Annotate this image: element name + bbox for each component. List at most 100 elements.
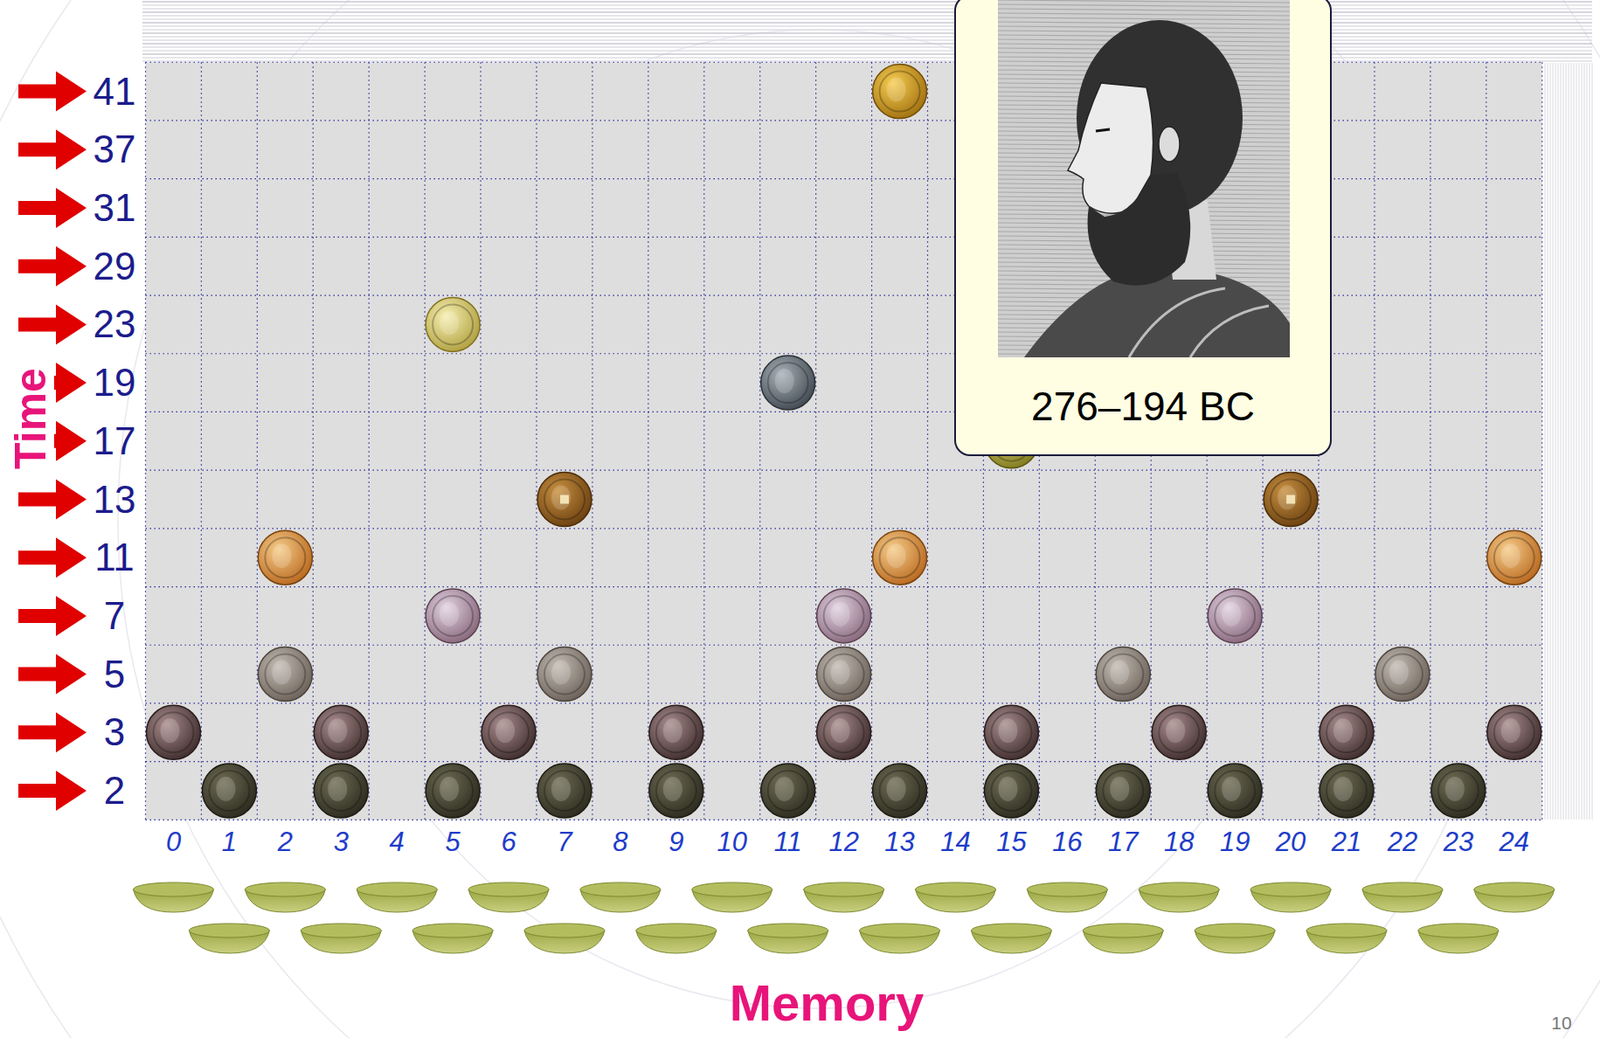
bowl-rim xyxy=(915,882,997,897)
coin-face xyxy=(1487,530,1542,585)
grid-line xyxy=(591,62,593,820)
grid-line xyxy=(871,62,873,820)
bowl-rim xyxy=(636,923,717,938)
bowl-rim xyxy=(1474,882,1555,897)
coin-ring xyxy=(432,304,473,345)
coin-relief xyxy=(271,660,291,686)
coin-relief xyxy=(1277,485,1297,511)
bowl xyxy=(692,882,773,913)
grid-line xyxy=(1485,62,1487,820)
grid-line xyxy=(145,178,1543,180)
grid-line xyxy=(145,702,1543,704)
grid-line xyxy=(368,62,370,820)
coin-face xyxy=(761,763,816,818)
coin xyxy=(983,763,1039,818)
time-arrow xyxy=(18,654,87,695)
coin-face xyxy=(257,647,312,702)
coin-face xyxy=(872,64,928,119)
memory-index: 20 xyxy=(1275,828,1306,856)
coin-hole xyxy=(560,495,569,505)
portrait-card: 276–194 BC xyxy=(954,0,1332,457)
bowl-rim xyxy=(244,882,326,897)
coin-relief xyxy=(271,543,291,568)
grid-line xyxy=(145,586,1543,588)
stripe xyxy=(1592,62,1594,820)
coin-relief xyxy=(663,776,683,802)
coin-relief xyxy=(215,776,236,802)
portrait-ground xyxy=(997,0,1290,358)
bowl xyxy=(468,882,549,913)
coin-face xyxy=(313,705,368,760)
grid-line xyxy=(479,62,481,820)
coin-ring xyxy=(153,712,194,753)
time-step-label: 29 xyxy=(93,247,137,286)
bowl xyxy=(524,923,605,954)
bowl xyxy=(1474,882,1555,913)
coin-relief xyxy=(886,776,907,802)
coin-relief xyxy=(997,718,1018,743)
grid-line xyxy=(1429,62,1431,820)
grid-line xyxy=(256,62,258,820)
coin-ring xyxy=(1214,595,1255,637)
portrait-hatching xyxy=(997,0,1290,357)
coin-face xyxy=(817,588,872,644)
coin-ring xyxy=(320,770,361,811)
grid-line xyxy=(145,470,1543,471)
coin-ring xyxy=(544,479,585,520)
coin-ring xyxy=(1270,479,1311,520)
coins xyxy=(146,64,1542,818)
time-step-label: 17 xyxy=(93,422,137,461)
portrait-ear xyxy=(1158,126,1180,162)
time-step-label: 13 xyxy=(93,480,137,520)
coin-relief xyxy=(1501,718,1521,743)
bowl xyxy=(580,882,661,913)
grid-line xyxy=(145,644,1543,646)
bowl xyxy=(636,923,717,954)
bowl xyxy=(1138,882,1220,913)
coin-ring xyxy=(824,595,865,637)
memory-index: 14 xyxy=(940,828,970,856)
top-stripes xyxy=(142,1,1593,62)
bowl xyxy=(915,882,997,913)
coin-ring xyxy=(264,537,305,578)
bowl-rim xyxy=(803,882,885,897)
stripe xyxy=(142,46,1593,49)
coin-ring xyxy=(990,770,1032,811)
bowl xyxy=(1418,923,1499,954)
time-step-label: 19 xyxy=(93,363,137,402)
grid-line xyxy=(145,353,1543,354)
bowl xyxy=(1362,882,1443,913)
bowl-rim xyxy=(524,923,605,938)
stripe xyxy=(142,28,1593,31)
grid-line xyxy=(145,62,1543,63)
stripe xyxy=(1558,62,1559,820)
coin-relief xyxy=(551,776,571,802)
portrait xyxy=(997,0,1290,358)
coin-ring xyxy=(432,595,473,637)
time-step-label: 41 xyxy=(93,72,137,111)
stripe xyxy=(1544,62,1546,820)
axis-title: Memory xyxy=(729,977,924,1029)
coin-ring xyxy=(879,71,921,112)
coin-face xyxy=(1207,763,1262,818)
coin-ring xyxy=(1326,712,1367,753)
coin-relief xyxy=(1165,718,1185,743)
time-step-label: 7 xyxy=(103,596,125,636)
bowl-rim xyxy=(133,882,215,897)
coin-ring xyxy=(264,654,305,695)
coin xyxy=(817,705,872,760)
coin xyxy=(201,763,257,818)
coin-relief xyxy=(831,602,851,627)
stripe xyxy=(142,35,1593,38)
coin-ring xyxy=(1382,654,1423,695)
memory-index: 6 xyxy=(500,828,516,856)
coin xyxy=(817,647,872,702)
coin-face xyxy=(257,530,312,585)
coin-relief xyxy=(439,776,459,802)
memory-index: 23 xyxy=(1443,828,1474,856)
coin-face xyxy=(537,647,592,702)
coin-ring xyxy=(1102,770,1143,811)
coin-relief xyxy=(831,660,851,686)
coin-ring xyxy=(488,712,529,753)
